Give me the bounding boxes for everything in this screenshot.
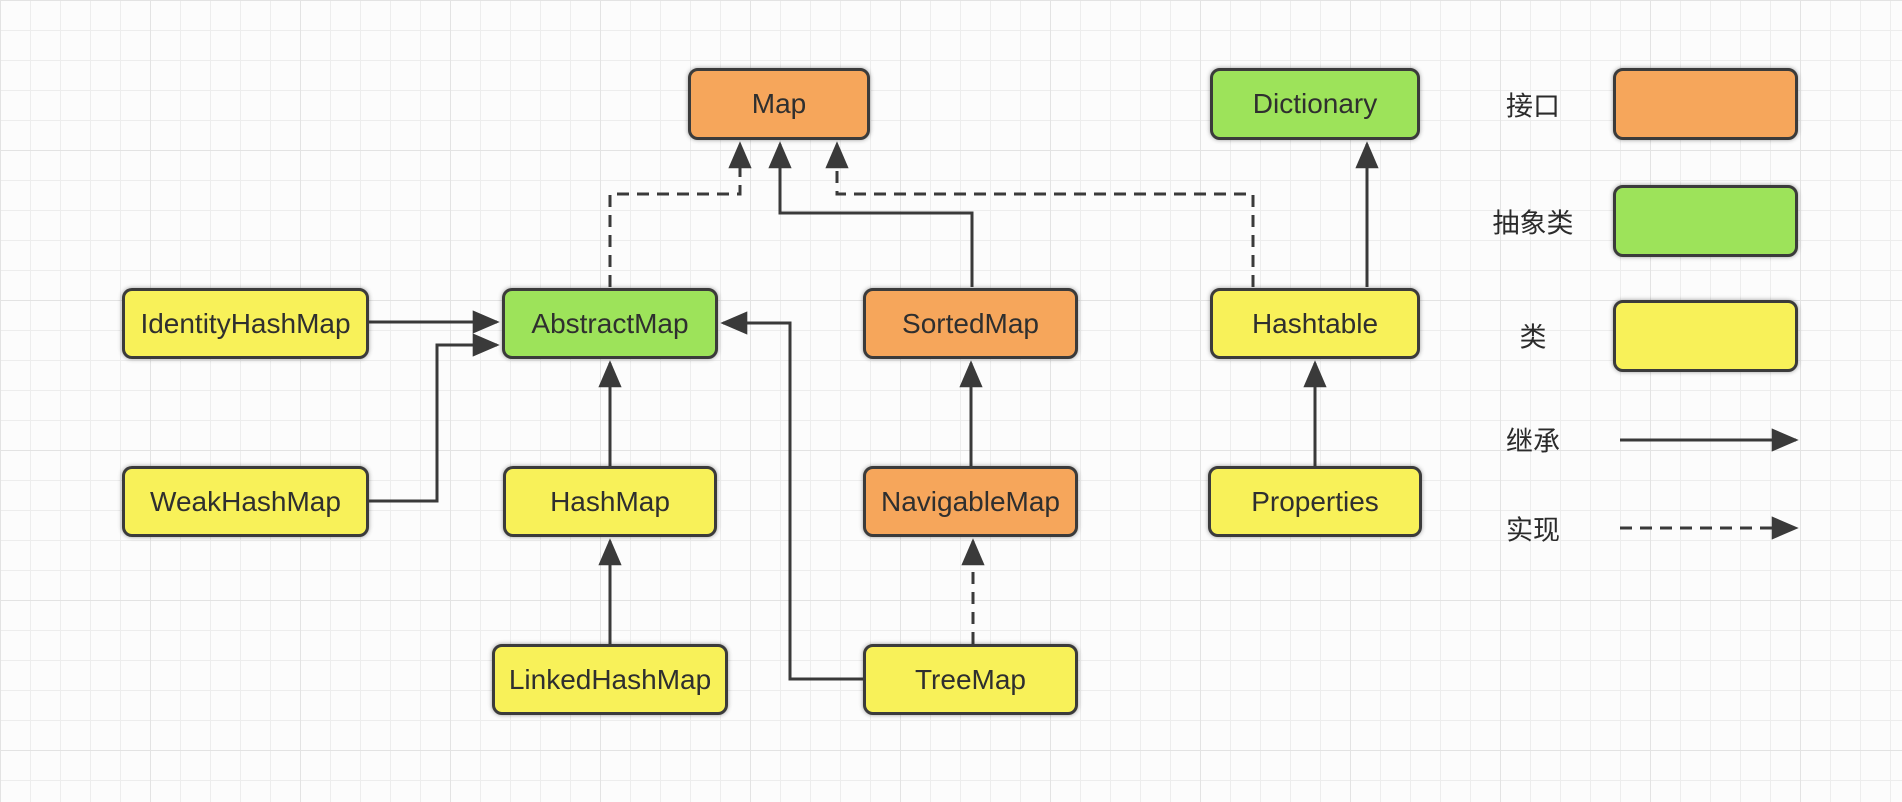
node-linkedhashmap: LinkedHashMap <box>492 644 728 715</box>
legend-interface-label: 接口 <box>1506 91 1560 122</box>
legend-interface-swatch <box>1613 68 1798 140</box>
node-properties: Properties <box>1208 466 1422 537</box>
node-hashtable: Hashtable <box>1210 288 1420 359</box>
edge-treemap-abstractmap <box>720 311 863 681</box>
node-identityhashmap: IdentityHashMap <box>122 288 369 359</box>
edge-sortedmap-map <box>768 141 974 287</box>
node-dictionary: Dictionary <box>1210 68 1420 140</box>
node-navigablemap: NavigableMap <box>863 466 1078 537</box>
node-map: Map <box>688 68 870 140</box>
node-sortedmap: SortedMap <box>863 288 1078 359</box>
legend-implements-label: 实现 <box>1506 515 1560 546</box>
node-weakhashmap: WeakHashMap <box>122 466 369 537</box>
node-abstractmap: AbstractMap <box>502 288 718 359</box>
legend-extends-label: 继承 <box>1506 426 1560 457</box>
edge-hashtable-map <box>825 141 1255 287</box>
legend-abstract-swatch <box>1613 185 1798 257</box>
legend-class-swatch <box>1613 300 1798 372</box>
node-treemap: TreeMap <box>863 644 1078 715</box>
node-hashmap: HashMap <box>503 466 717 537</box>
legend-abstract-label: 抽象类 <box>1492 208 1574 239</box>
edge-abstractmap-map <box>608 141 752 287</box>
edge-weakhashmap-abstractmap <box>369 333 500 503</box>
legend-class-label: 类 <box>1519 322 1547 353</box>
